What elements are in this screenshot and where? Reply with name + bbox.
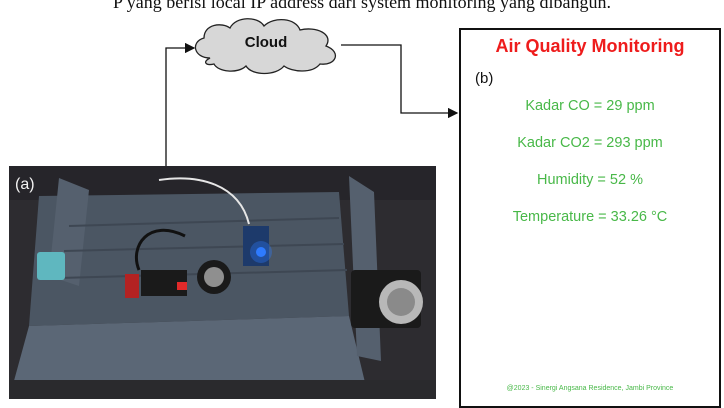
connector-cloud-to-dashboard <box>341 44 459 119</box>
connector-device-to-cloud <box>165 42 196 168</box>
reading-co2: Kadar CO2 = 293 ppm <box>517 135 663 151</box>
dashboard-panel: Air Quality Monitoring (b) Kadar CO = 29… <box>459 28 721 408</box>
caption-fragment: P yang berisi local IP address dari syst… <box>112 0 612 12</box>
dashboard-title: Air Quality Monitoring <box>495 36 685 56</box>
dashboard-tag: (b) <box>475 70 494 87</box>
reading-co: Kadar CO = 29 ppm <box>525 98 655 114</box>
diagram-connectors <box>165 18 459 168</box>
cloud-icon <box>194 18 336 75</box>
reading-humidity: Humidity = 52 % <box>537 172 643 188</box>
reading-temperature: Temperature = 33.26 °C <box>512 209 668 225</box>
device-illustration <box>9 166 436 399</box>
dashboard-footer: @2023 - Sinergi Angsana Residence, Jambi… <box>506 385 674 392</box>
device-photo: (a) <box>9 166 436 399</box>
cloud-label: Cloud <box>244 34 288 51</box>
photo-label: (a) <box>15 176 35 193</box>
